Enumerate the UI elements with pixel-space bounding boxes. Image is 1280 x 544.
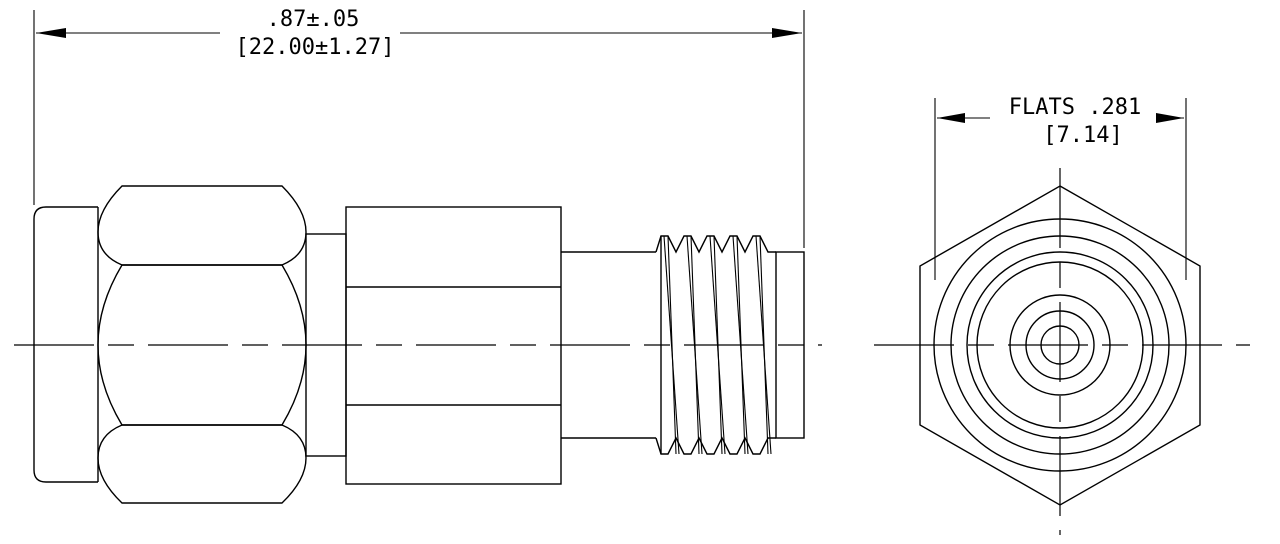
- length-dimension: .87±.05 [22.00±1.27]: [33, 7, 805, 248]
- length-dimension-text: .87±.05: [267, 7, 360, 32]
- end-view: FLATS .281 [7.14]: [874, 95, 1250, 535]
- coupling-hex-nut: [97, 185, 307, 504]
- side-view: .87±.05 [22.00±1.27]: [14, 7, 822, 504]
- length-dimension-metric-text: [22.00±1.27]: [236, 35, 395, 60]
- shank: [561, 251, 656, 439]
- flats-dimension-metric-text: [7.14]: [1043, 123, 1122, 148]
- flats-dimension-text: FLATS .281: [1009, 95, 1141, 120]
- flats-dimension: FLATS .281 [7.14]: [934, 95, 1187, 280]
